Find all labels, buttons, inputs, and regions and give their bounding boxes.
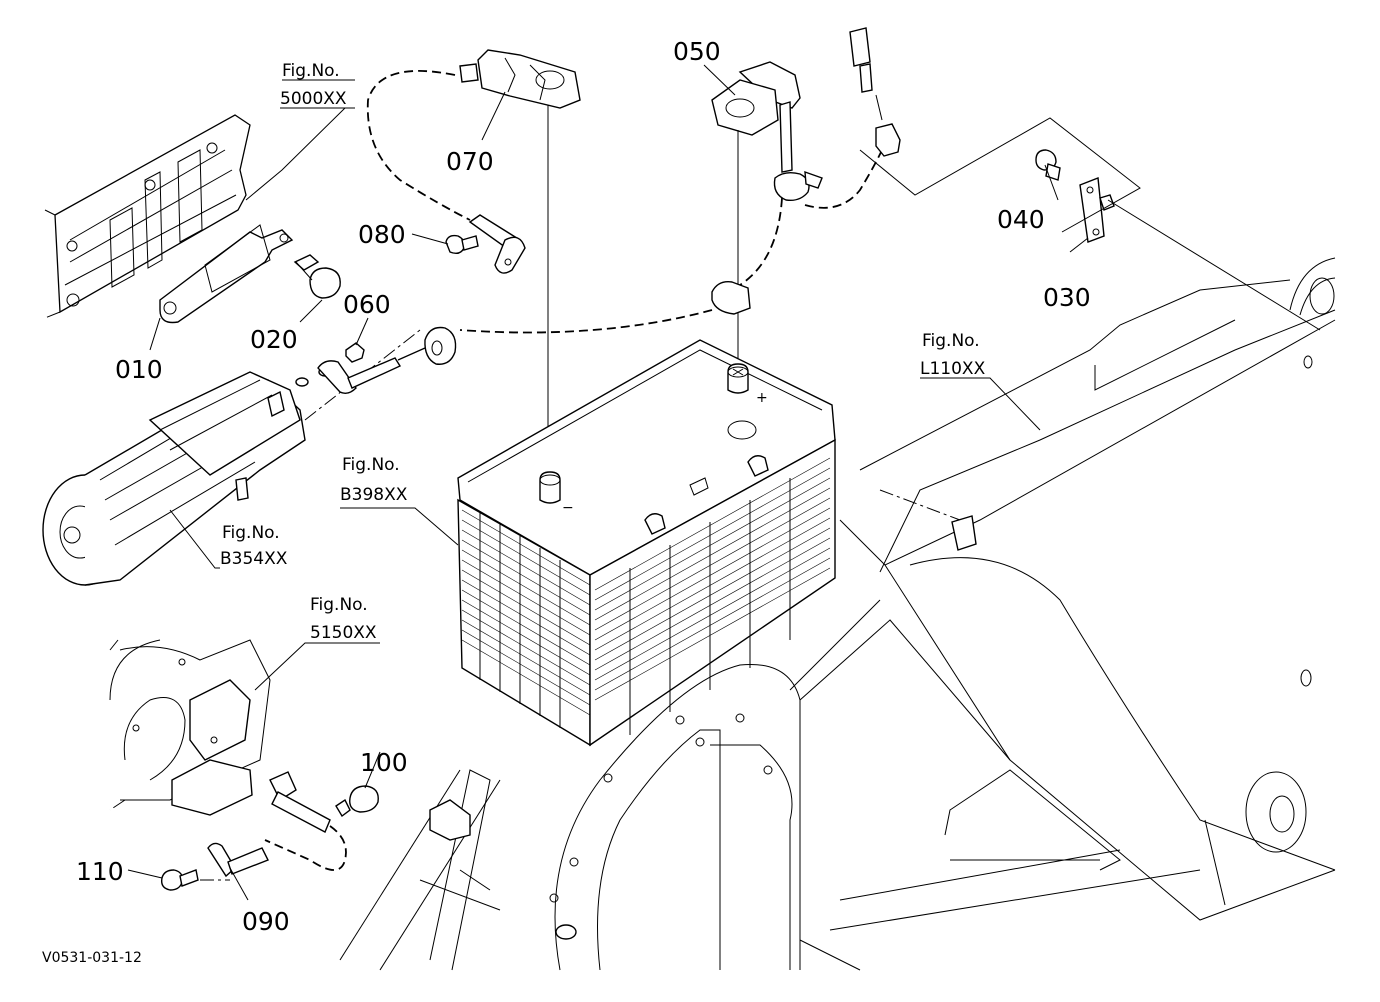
engine-block (44, 114, 251, 319)
battery: + − (457, 339, 836, 747)
part-label-020: 020 (250, 325, 298, 354)
nut-and-washers-060 (295, 329, 421, 421)
part-label-070: 070 (446, 147, 494, 176)
svg-text:5150XX: 5150XX (310, 623, 377, 643)
part-label-050: 050 (673, 37, 721, 66)
negative-terminal-mark: − (562, 500, 574, 516)
figure-ref-5000xx[interactable]: Fig.No. 5000XX (280, 61, 347, 109)
bolt-040 (1035, 149, 1061, 181)
part-label-040: 040 (997, 205, 1045, 234)
holder-bracket-030 (1079, 177, 1115, 243)
svg-text:B398XX: B398XX (340, 485, 408, 505)
svg-text:B354XX: B354XX (220, 549, 288, 569)
svg-text:Fig.No.: Fig.No. (922, 331, 980, 351)
positive-cable-050 (459, 27, 901, 368)
figure-ref-l110xx[interactable]: Fig.No. L110XX (920, 331, 986, 379)
positive-terminal-mark: + (756, 390, 768, 406)
ground-cable-090 (160, 771, 379, 891)
figure-ref-b354xx[interactable]: Fig.No. B354XX (220, 523, 288, 569)
ground-bracket-010 (159, 224, 294, 324)
svg-text:Fig.No.: Fig.No. (310, 595, 368, 615)
negative-cable-070 (366, 49, 581, 480)
figure-ref-b398xx[interactable]: Fig.No. B398XX (340, 455, 408, 505)
bolt-080 (445, 234, 479, 255)
leader-lines (127, 64, 1089, 901)
part-label-080: 080 (358, 220, 406, 249)
svg-text:Fig.No.: Fig.No. (222, 523, 280, 543)
svg-text:L110XX: L110XX (920, 359, 986, 379)
tractor-frame (339, 257, 1336, 971)
terminal-boot (424, 326, 457, 365)
svg-text:Fig.No.: Fig.No. (282, 61, 340, 81)
figure-ref-5150xx[interactable]: Fig.No. 5150XX (310, 595, 377, 643)
part-label-100: 100 (360, 748, 408, 777)
part-label-090: 090 (242, 907, 290, 936)
part-label-060: 060 (343, 290, 391, 319)
bolt-020 (293, 254, 341, 299)
starter-motor (42, 371, 306, 586)
part-label-030: 030 (1043, 283, 1091, 312)
starter-cable-terminal (317, 347, 426, 395)
svg-text:Fig.No.: Fig.No. (342, 455, 400, 475)
part-label-110: 110 (76, 857, 124, 886)
svg-text:5000XX: 5000XX (280, 89, 347, 109)
flywheel-housing (109, 639, 271, 816)
part-label-010: 010 (115, 355, 163, 384)
drawing-code: V0531-031-12 (42, 950, 142, 966)
